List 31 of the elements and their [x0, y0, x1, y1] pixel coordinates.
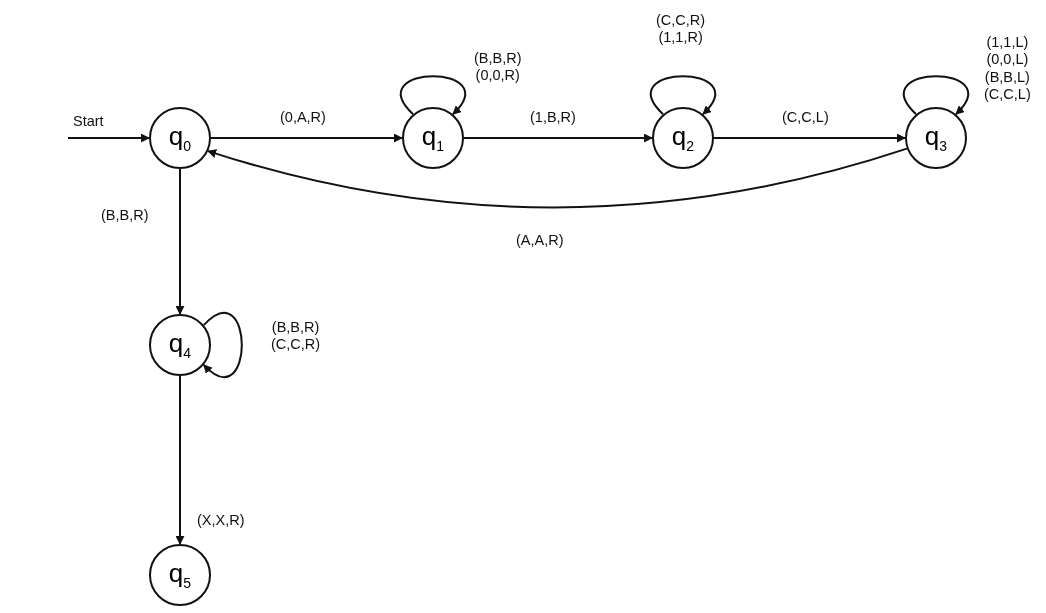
state-label: q$_{0}$ [168, 122, 192, 154]
arrow [67, 133, 150, 143]
state-circle [652, 107, 714, 169]
state-label: q$_{2}$ [671, 122, 695, 154]
edge-label: (B,B,R) [100, 207, 150, 225]
arrow [399, 75, 467, 116]
arrow [649, 75, 717, 116]
arrow [210, 133, 403, 143]
state-circle [149, 314, 211, 376]
arrow [713, 133, 906, 143]
arrow [175, 375, 185, 545]
state-circle [402, 107, 464, 169]
edge-label: (1,B,R) [529, 109, 577, 127]
edge-label: (A,A,R) [515, 232, 565, 250]
arrow [902, 75, 970, 116]
edge-label: (B,B,R) (0,0,R) [473, 50, 523, 85]
edge-label: (1,1,L) (0,0,L) (B,B,L) (C,C,L) [983, 34, 1032, 104]
edge-label: (C,C,L) [781, 109, 830, 127]
arrow [175, 168, 185, 315]
edge-label: (C,C,R) (1,1,R) [655, 12, 707, 47]
arrow [202, 311, 243, 379]
state-label: q$_{1}$ [421, 122, 445, 154]
edge-label: (X,X,R) [196, 512, 246, 530]
state-label: q$_{3}$ [924, 122, 948, 154]
arrow [463, 133, 653, 143]
arrow [207, 147, 908, 209]
edge-label: (0,A,R) [279, 109, 327, 127]
edge-label: (B,B,R) (C,C,R) [270, 319, 322, 354]
state-label: q$_{5}$ [168, 559, 192, 591]
state-label: q$_{4}$ [168, 329, 192, 361]
state-circle [905, 107, 967, 169]
